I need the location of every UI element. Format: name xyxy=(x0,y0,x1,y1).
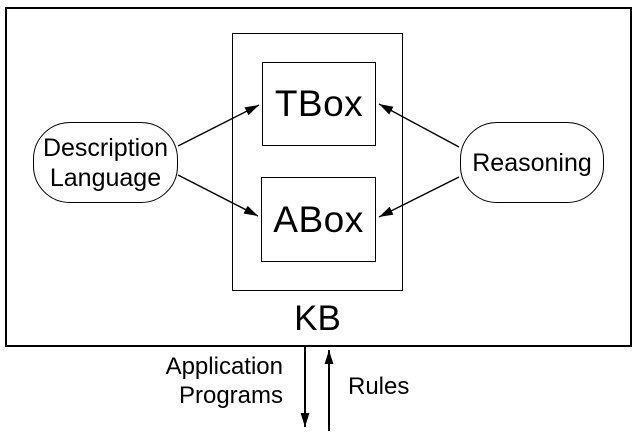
application-programs-label-line1: Application xyxy=(165,353,283,380)
tbox-label: TBox xyxy=(274,83,364,124)
description-language-node: Description Language xyxy=(33,122,178,203)
description-language-label-line2: Language xyxy=(49,163,162,192)
abox-label: ABox xyxy=(273,198,364,240)
application-programs-label-line2: Programs xyxy=(178,382,283,409)
abox-node: ABox xyxy=(261,177,376,262)
application-programs-label: Application Programs xyxy=(90,352,283,410)
description-language-label-line1: Description xyxy=(42,133,169,162)
rules-label: Rules xyxy=(348,373,410,400)
system-boundary-box xyxy=(5,7,632,347)
kb-label: KB xyxy=(294,299,341,338)
reasoning-label: Reasoning xyxy=(472,148,592,177)
reasoning-node: Reasoning xyxy=(460,122,604,203)
tbox-node: TBox xyxy=(262,62,376,146)
